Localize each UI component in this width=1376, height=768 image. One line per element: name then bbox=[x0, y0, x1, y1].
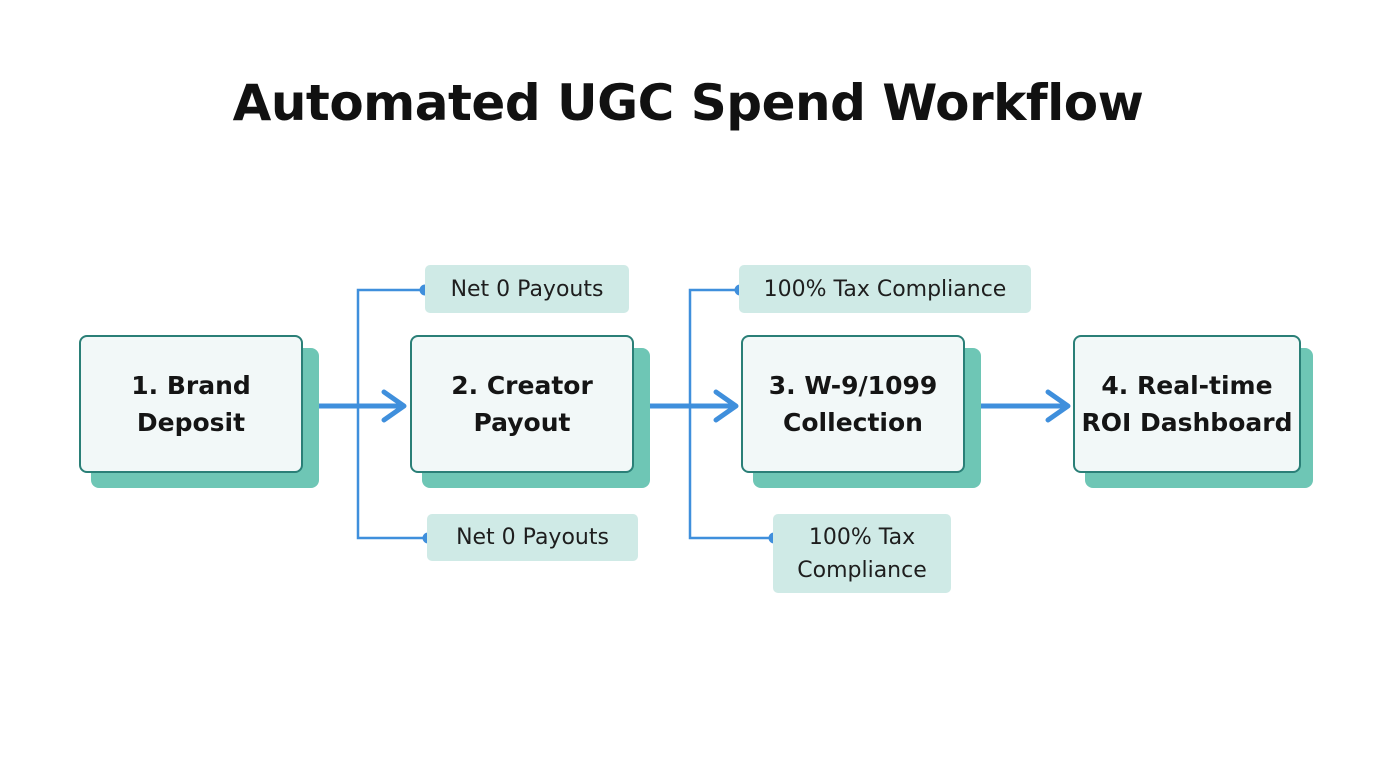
step-box-brand-deposit: 1. Brand Deposit bbox=[79, 335, 303, 473]
step-box-creator-payout: 2. Creator Payout bbox=[410, 335, 634, 473]
annotation-tag-bottom-1: Net 0 Payouts bbox=[427, 514, 638, 561]
annotation-tag-bottom-2: 100% Tax Compliance bbox=[773, 514, 951, 593]
step-box-roi-dashboard: 4. Real-time ROI Dashboard bbox=[1073, 335, 1301, 473]
flow-arrow-2-3 bbox=[638, 389, 739, 423]
flow-arrow-1-2 bbox=[306, 389, 407, 423]
step-box-w9-collection: 3. W-9/1099 Collection bbox=[741, 335, 965, 473]
diagram-title: Automated UGC Spend Workflow bbox=[232, 74, 1144, 132]
bracket-connector-2 bbox=[688, 288, 773, 540]
annotation-tag-top-1: Net 0 Payouts bbox=[425, 265, 629, 313]
annotation-tag-top-2: 100% Tax Compliance bbox=[739, 265, 1031, 313]
flow-arrow-3-4 bbox=[969, 389, 1071, 423]
bracket-connector-1 bbox=[356, 288, 425, 540]
